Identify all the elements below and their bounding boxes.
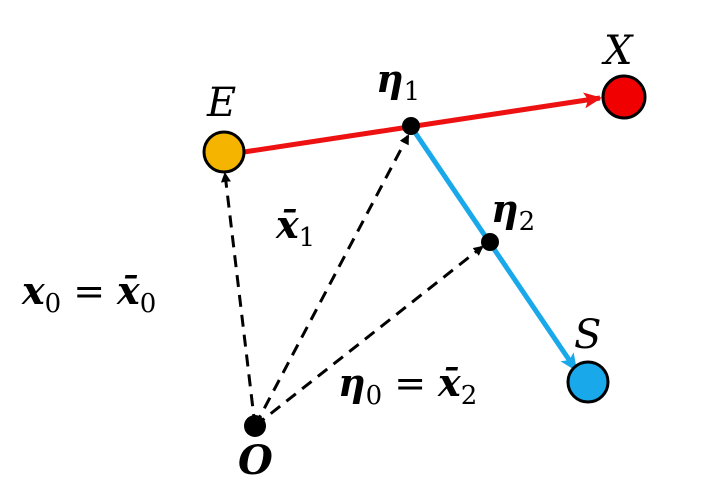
label-eta2: η2 (491, 186, 535, 237)
label-eta0-equals-xbar2: η0=x̄2 (338, 360, 477, 411)
path-E-to-X (243, 92, 602, 155)
node-S (566, 360, 610, 404)
point-O (244, 415, 266, 437)
point-eta2 (481, 233, 499, 251)
vector-O-to-E (220, 172, 257, 427)
node-E (202, 130, 246, 174)
label-xbar1: x̄1 (275, 202, 315, 253)
label-x0-equals-xbar0: x0=x̄0 (21, 268, 156, 319)
label-O: O (238, 437, 273, 484)
point-eta1 (402, 117, 420, 135)
vector-O-to-eta1 (253, 134, 410, 427)
vector-O-to-eta2 (254, 245, 484, 428)
label-S: S (574, 312, 601, 358)
node-X (601, 74, 647, 120)
label-eta1: η1 (376, 56, 420, 107)
label-X: X (601, 28, 634, 74)
label-E: E (206, 80, 236, 126)
